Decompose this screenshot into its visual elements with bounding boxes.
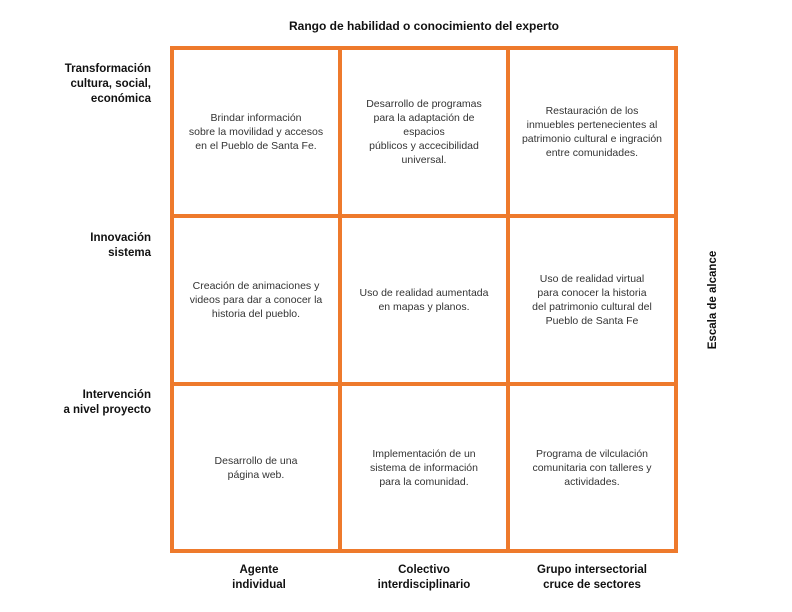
diagram-title: Rango de habilidad o conocimiento del ex… (288, 19, 560, 33)
cell-r3-c2: Implementación de un sistema de informac… (338, 382, 510, 553)
cell-r3-c1: Desarrollo de una página web. (170, 382, 342, 553)
cell-r1-c1: Brindar información sobre la movilidad y… (170, 46, 342, 218)
row-label-intervencion: Intervención a nivel proyecto (63, 389, 151, 416)
cell-r1-c3: Restauración de los inmuebles pertenecie… (506, 46, 678, 218)
col-label-grupo: Grupo intersectorial cruce de sectores (537, 564, 647, 591)
cell-r2-c3: Uso de realidad virtual para conocer la … (506, 214, 678, 386)
row-label-innovacion: Innovación sistema (90, 232, 151, 259)
row-label-transformacion: Transformación cultura, social, económic… (64, 63, 151, 105)
col-label-agente: Agente individual (232, 564, 286, 591)
col-label-colectivo: Colectivo interdisciplinario (377, 564, 471, 591)
cell-r1-c2: Desarrollo de programas para la adaptaci… (338, 46, 510, 218)
cell-r2-c1: Creación de animaciones y videos para da… (170, 214, 342, 386)
matrix-grid: Brindar información sobre la movilidad y… (170, 46, 678, 553)
cell-r2-c2: Uso de realidad aumentada en mapas y pla… (338, 214, 510, 386)
cell-r3-c3: Programa de vilculación comunitaria con … (506, 382, 678, 553)
